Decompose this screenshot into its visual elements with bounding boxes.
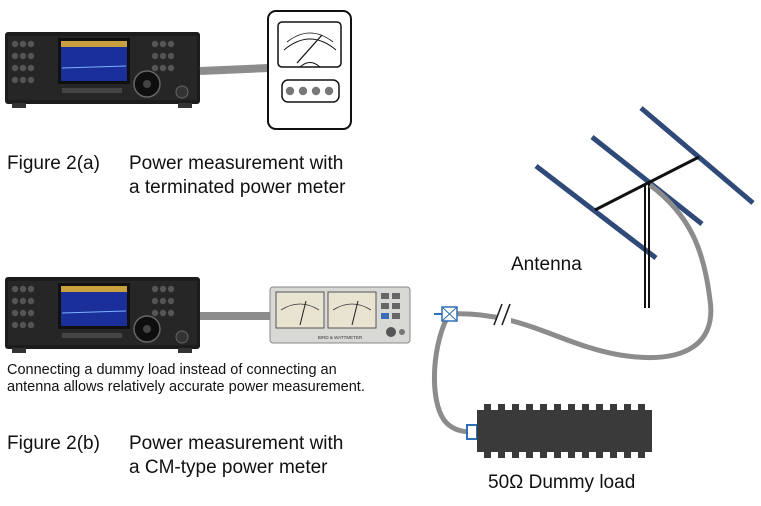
figure-a-number: Figure 2(a) (7, 153, 100, 174)
terminated-power-meter (267, 10, 352, 130)
coax-connector (434, 306, 458, 322)
figure-a-caption: Figure 2(a) (7, 152, 100, 176)
antenna-label: Antenna (511, 254, 582, 275)
figure-a-caption-line2: a terminated power meter (129, 177, 346, 198)
figure-a-caption-line1: Power measurement with (129, 153, 344, 174)
dummy-load-cable (431, 318, 473, 435)
dummy-load-note: Connecting a dummy load instead of conne… (7, 362, 365, 395)
cable-a (199, 64, 269, 75)
yagi-antenna (534, 106, 755, 308)
figure-b-caption-line2: a CM-type power meter (129, 457, 328, 478)
transceiver-b (5, 277, 200, 353)
cm-meter-brand: BIRD & WATTMETER (318, 335, 363, 340)
dummy-load (466, 404, 652, 458)
cm-power-meter: BIRD & WATTMETER (269, 286, 411, 344)
figure-b-caption-line1: Power measurement with (129, 433, 344, 454)
transceiver-a (5, 32, 200, 108)
dummy-load-label: 50Ω Dummy load (488, 472, 636, 493)
figure-b-number: Figure 2(b) (7, 433, 100, 454)
antenna-feed-cable (447, 183, 714, 361)
